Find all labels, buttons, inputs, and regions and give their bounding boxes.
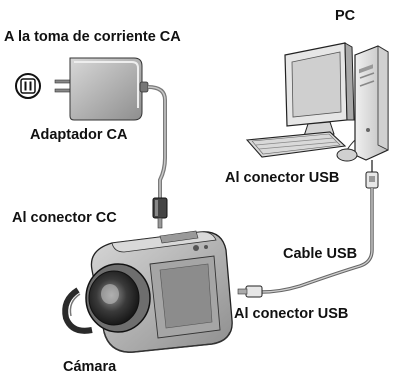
usb-cable xyxy=(261,188,374,294)
dc-cable xyxy=(147,85,167,200)
usb-plug-icon xyxy=(365,171,379,189)
camera-usb-connector-label: Al conector USB xyxy=(234,306,349,322)
camera-label: Cámara xyxy=(63,359,117,375)
power-outlet-icon xyxy=(15,73,41,99)
ac-adapter-icon xyxy=(54,57,149,121)
dc-connector-label: Al conector CC xyxy=(12,210,117,226)
outlet-label: A la toma de corriente CA xyxy=(4,29,181,45)
camera-usb-plug-icon xyxy=(237,285,263,298)
pc-icon xyxy=(245,42,389,172)
pc-usb-connector-label: Al conector USB xyxy=(225,170,340,186)
usb-cable-label: Cable USB xyxy=(283,246,358,262)
dc-plug-icon xyxy=(152,197,168,229)
camera-icon xyxy=(62,230,233,353)
pc-label: PC xyxy=(335,8,356,24)
adapter-label: Adaptador CA xyxy=(30,127,128,143)
